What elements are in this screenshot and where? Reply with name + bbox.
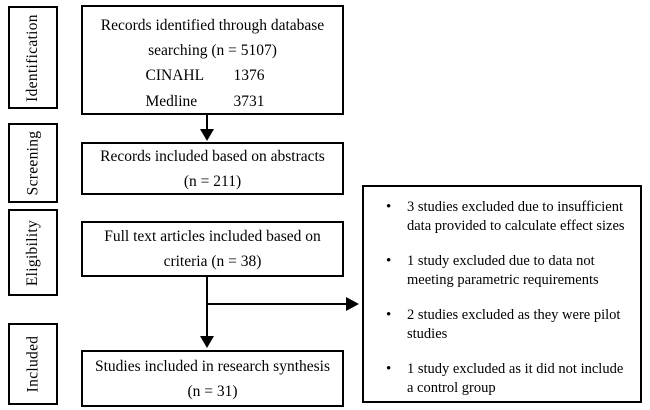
exclusion-text: 1 study excluded due to data not meeting… xyxy=(407,253,599,288)
included-line1: Studies included in research synthesis xyxy=(94,357,331,375)
stage-label-identification: Identification xyxy=(24,13,42,102)
exclusion-item: • 2 studies excluded as they were pilot … xyxy=(364,306,632,344)
arrow-down-icon xyxy=(200,129,214,141)
stage-box-identification: Identification xyxy=(8,6,58,109)
stage-label-eligibility: Eligibility xyxy=(24,219,42,286)
bullet-icon: • xyxy=(386,361,392,377)
source-count: 3731 xyxy=(233,93,265,110)
arrow-identification-to-screening-line xyxy=(206,115,208,130)
stage-box-eligibility: Eligibility xyxy=(8,209,58,296)
fulltext-line1: Full text articles included based on xyxy=(104,228,321,245)
records-identified-line1: Records identified through database xyxy=(100,17,325,34)
source-row-cinahl: CINAHL 1376 xyxy=(146,63,280,89)
bullet-icon: • xyxy=(386,307,392,323)
exclusion-item: • 1 study excluded as it did not include… xyxy=(364,360,632,398)
arrow-to-exclusions-line xyxy=(206,303,347,305)
exclusion-text: 3 studies excluded due to insufficient d… xyxy=(407,199,625,234)
arrow-down-icon xyxy=(200,336,214,348)
records-identified-line2: searching (n = 5107) xyxy=(148,42,277,59)
exclusion-item: • 3 studies excluded due to insufficient… xyxy=(364,198,632,236)
box-records-included-abstracts: Records included based on abstracts (n =… xyxy=(81,142,344,195)
bullet-icon: • xyxy=(386,199,392,215)
stage-label-screening: Screening xyxy=(24,130,41,196)
box-exclusion-reasons: • 3 studies excluded due to insufficient… xyxy=(362,185,642,403)
source-name: CINAHL xyxy=(145,67,205,84)
abstracts-line2: (n = 211) xyxy=(183,172,242,190)
exclusion-text: 1 study excluded as it did not include a… xyxy=(407,361,624,396)
stage-label-included: Included xyxy=(24,335,42,393)
exclusion-item: • 1 study excluded due to data not meeti… xyxy=(364,252,632,290)
stage-box-screening: Screening xyxy=(8,123,58,203)
exclusion-text: 2 studies excluded as they were pilot st… xyxy=(407,307,621,342)
arrow-eligibility-to-included-line xyxy=(206,277,208,337)
bullet-icon: • xyxy=(386,253,392,269)
box-full-text-articles: Full text articles included based on cri… xyxy=(81,221,344,277)
fulltext-line2: criteria (n = 38) xyxy=(163,253,262,270)
source-name: Medline xyxy=(145,93,198,110)
arrow-right-icon xyxy=(346,297,359,311)
box-records-identified: Records identified through database sear… xyxy=(81,5,344,115)
source-row-medline: Medline 3731 xyxy=(146,89,280,115)
source-count: 1376 xyxy=(233,67,265,84)
box-studies-included: Studies included in research synthesis (… xyxy=(81,350,344,407)
exclusion-list: • 3 studies excluded due to insufficient… xyxy=(364,198,632,398)
abstracts-line1: Records included based on abstracts xyxy=(100,147,325,165)
stage-box-included: Included xyxy=(8,323,58,405)
included-line2: (n = 31) xyxy=(187,382,238,400)
